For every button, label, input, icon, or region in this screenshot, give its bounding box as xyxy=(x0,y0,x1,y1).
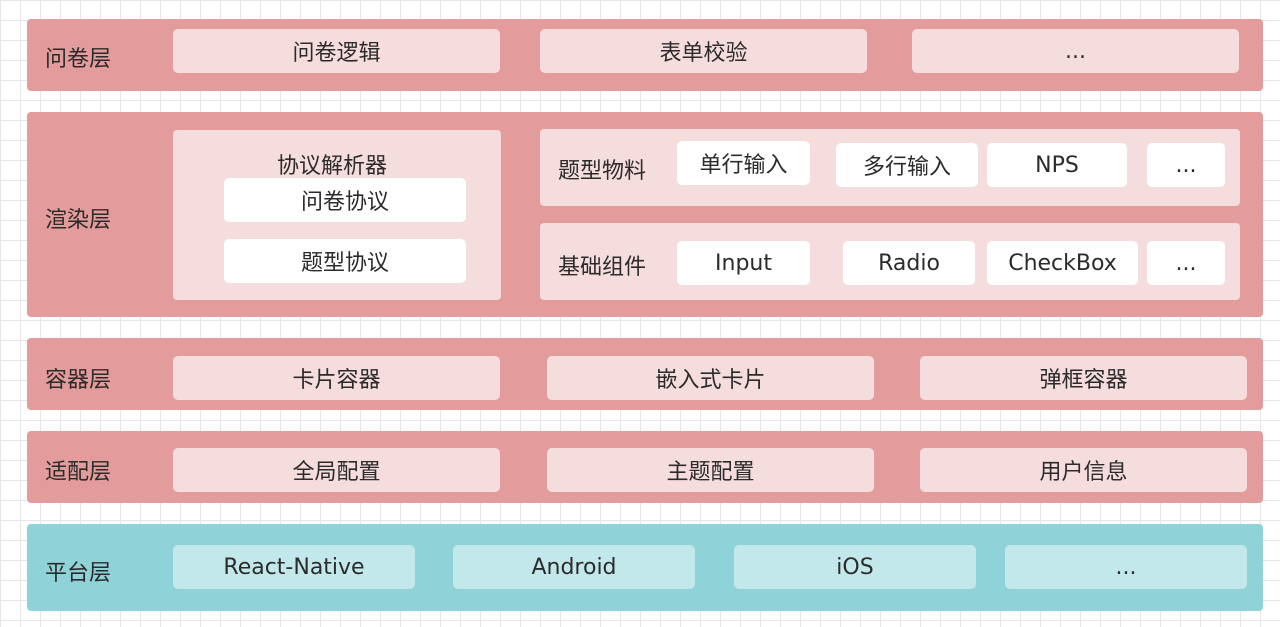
react-native-box: React-Native xyxy=(173,545,415,589)
base-components-panel: 基础组件 Input Radio CheckBox ... xyxy=(540,223,1240,300)
platform-layer-label: 平台层 xyxy=(45,561,112,586)
render-layer-label: 渲染层 xyxy=(45,208,112,233)
input-component-box: Input xyxy=(677,241,810,285)
theme-config-box: 主题配置 xyxy=(547,448,874,492)
multi-line-input-box: 多行输入 xyxy=(836,143,978,187)
question-materials-panel: 题型物料 单行输入 多行输入 NPS ... xyxy=(540,129,1240,206)
embedded-card-box: 嵌入式卡片 xyxy=(547,356,874,400)
question-type-protocol-box: 题型协议 xyxy=(224,239,466,283)
form-validation-box: 表单校验 xyxy=(540,29,867,73)
container-layer-label: 容器层 xyxy=(45,368,112,393)
ios-box: iOS xyxy=(734,545,976,589)
checkbox-component-box: CheckBox xyxy=(987,241,1138,285)
container-layer: 容器层 卡片容器 嵌入式卡片 弹框容器 xyxy=(27,338,1263,410)
base-components-title: 基础组件 xyxy=(558,255,647,280)
dialog-container-box: 弹框容器 xyxy=(920,356,1247,400)
question-materials-title: 题型物料 xyxy=(558,159,647,184)
materials-more-box: ... xyxy=(1147,143,1225,187)
platform-layer: 平台层 React-Native Android iOS ... xyxy=(27,524,1263,611)
questionnaire-more-box: ... xyxy=(912,29,1239,73)
render-layer: 渲染层 协议解析器 问卷协议 题型协议 题型物料 单行输入 多行输入 NPS .… xyxy=(27,112,1263,317)
android-box: Android xyxy=(453,545,695,589)
platform-more-box: ... xyxy=(1005,545,1247,589)
adapter-layer-label: 适配层 xyxy=(45,460,112,485)
questionnaire-logic-box: 问卷逻辑 xyxy=(173,29,500,73)
questionnaire-protocol-box: 问卷协议 xyxy=(224,178,466,222)
protocol-parser-title: 协议解析器 xyxy=(277,154,388,179)
user-info-box: 用户信息 xyxy=(920,448,1247,492)
card-container-box: 卡片容器 xyxy=(173,356,500,400)
questionnaire-layer: 问卷层 问卷逻辑 表单校验 ... xyxy=(27,19,1263,91)
adapter-layer: 适配层 全局配置 主题配置 用户信息 xyxy=(27,431,1263,503)
radio-component-box: Radio xyxy=(843,241,975,285)
protocol-parser-panel: 协议解析器 问卷协议 题型协议 xyxy=(173,130,501,300)
nps-box: NPS xyxy=(987,143,1127,187)
questionnaire-layer-label: 问卷层 xyxy=(45,47,112,72)
global-config-box: 全局配置 xyxy=(173,448,500,492)
single-line-input-box: 单行输入 xyxy=(677,141,810,185)
components-more-box: ... xyxy=(1147,241,1225,285)
